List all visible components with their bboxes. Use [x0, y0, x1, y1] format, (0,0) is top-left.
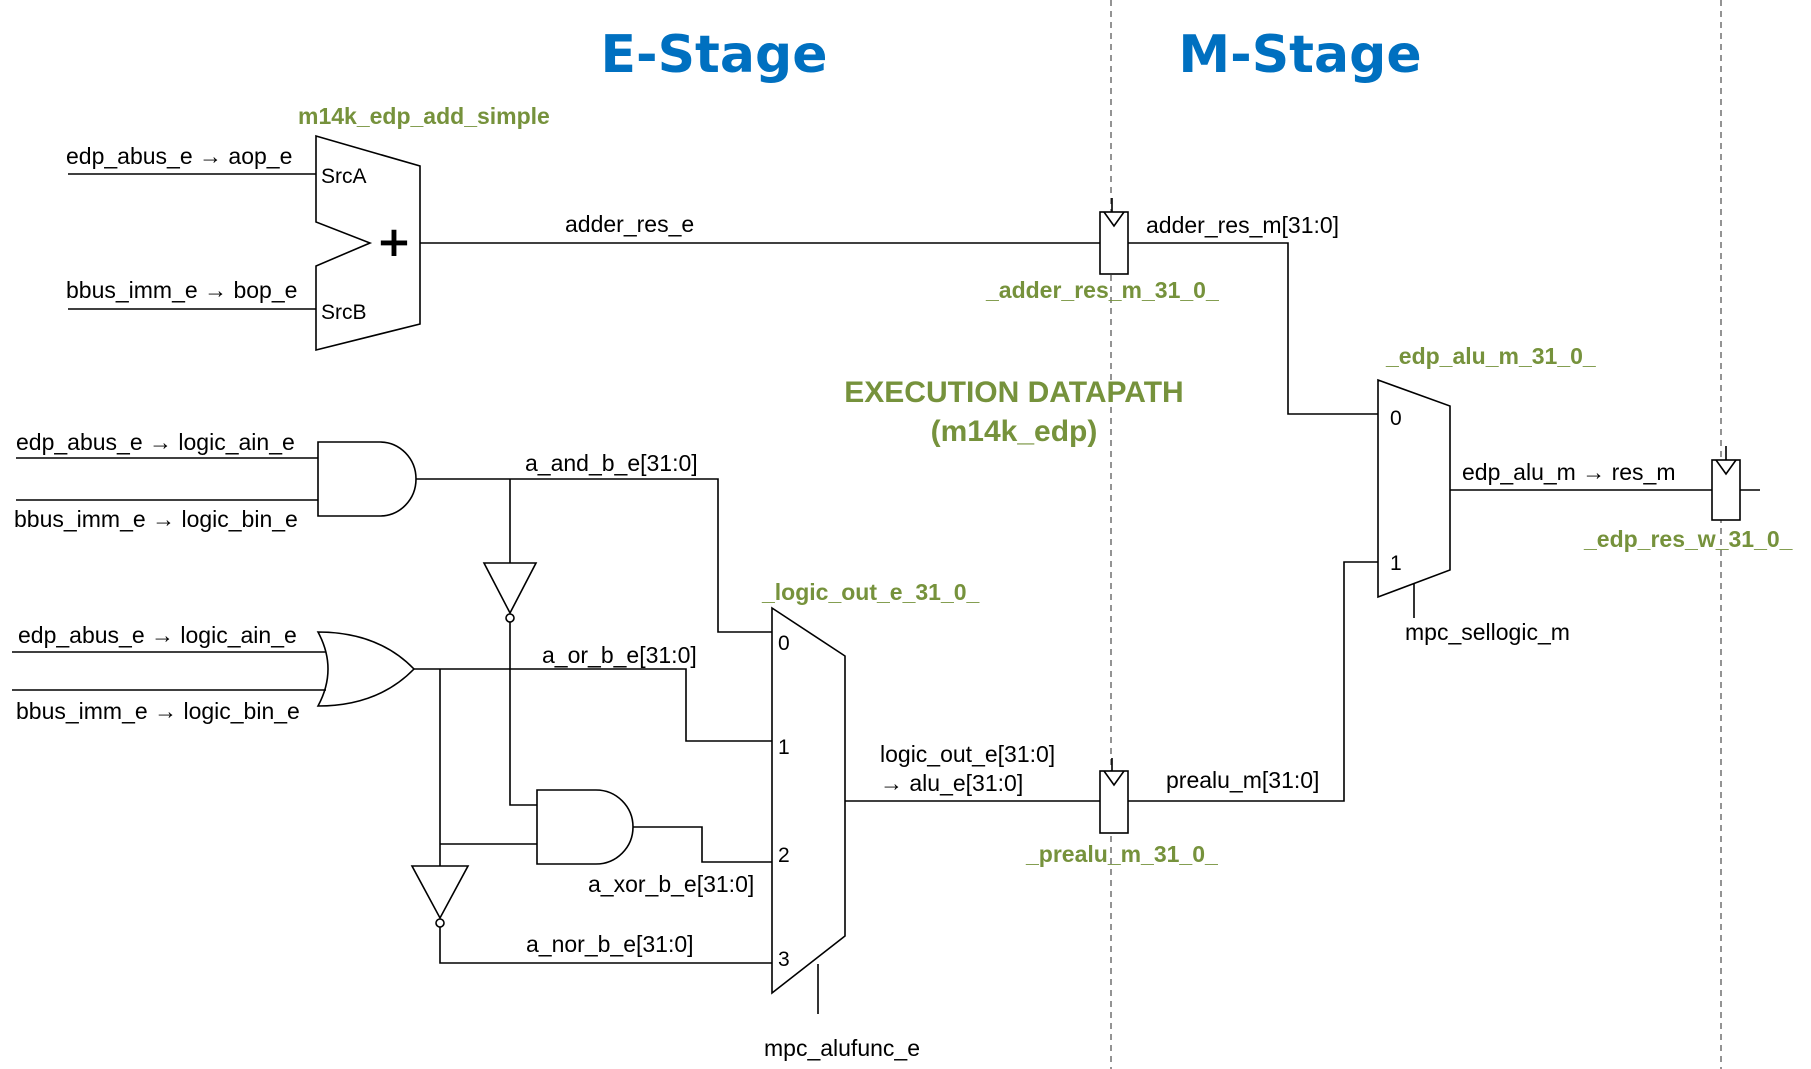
alu-mux-port-1: 1 [1390, 552, 1402, 575]
prealu-register [1099, 770, 1129, 834]
logic-out-label: logic_out_e[31:0] [880, 741, 1055, 767]
alu-mux-port-0: 0 [1390, 407, 1402, 430]
adder-reg-instance-label: _adder_res_m_31_0_ [985, 277, 1219, 303]
and-input-b-label: bbus_imm_e → logic_bin_e [14, 506, 298, 532]
sellogic-select-label: mpc_sellogic_m [1405, 619, 1570, 645]
logic-mux-instance-label: _logic_out_e_31_0_ [761, 579, 980, 605]
e-stage-title: E-Stage [601, 25, 828, 85]
or-input-a-label: edp_abus_e → logic_ain_e [18, 622, 297, 648]
prealu-m-label: prealu_m[31:0] [1166, 767, 1319, 793]
res-reg-clock-icon [1715, 459, 1737, 476]
a-nor-b-label: a_nor_b_e[31:0] [526, 931, 694, 957]
prealu-m-wire [1128, 561, 1378, 802]
or-gate [316, 631, 416, 707]
adder-res-m-label: adder_res_m[31:0] [1146, 212, 1339, 238]
adder-port-srcb: SrcB [321, 301, 367, 324]
adder-res-m-wire [1128, 242, 1378, 415]
adder-res-register [1099, 211, 1129, 275]
res-register [1711, 459, 1741, 521]
prealu-reg-instance-label: _prealu_m_31_0_ [1025, 841, 1218, 867]
inverter-2 [410, 865, 470, 920]
inverter-1 [482, 562, 538, 615]
adder-plus-symbol: + [376, 217, 411, 266]
a-or-b-label: a_or_b_e[31:0] [542, 642, 697, 668]
a-nor-b-wire [439, 927, 772, 964]
a-or-b-wire [414, 668, 772, 742]
logic-mux-port-0: 0 [778, 632, 790, 655]
and-gate [317, 441, 417, 517]
a-and-b-wire [416, 478, 772, 633]
datapath-title: EXECUTION DATAPATH [844, 376, 1183, 409]
alu-e-label: → alu_e[31:0] [880, 770, 1023, 796]
datapath-module-name: (m14k_edp) [931, 415, 1098, 448]
prealu-reg-clock-icon [1103, 770, 1125, 787]
and-input-a-label: edp_abus_e → logic_ain_e [16, 429, 295, 455]
alu-mux [1377, 378, 1451, 599]
res-reg-instance-label: _edp_res_w_31_0_ [1583, 526, 1793, 552]
logic-mux-port-2: 2 [778, 844, 790, 867]
logic-mux [771, 606, 846, 995]
adder-block [315, 134, 421, 352]
inverter-2-bubble [435, 918, 445, 928]
adder-input-a-label: edp_abus_e → aop_e [66, 143, 292, 169]
adder-instance-label: m14k_edp_add_simple [298, 103, 550, 129]
a-xor-b-label: a_xor_b_e[31:0] [588, 871, 754, 897]
alu-mux-instance-label: _edp_alu_m_31_0_ [1385, 343, 1596, 369]
adder-port-srca: SrcA [321, 165, 367, 188]
logic-mux-port-1: 1 [778, 736, 790, 759]
a-xor-b-wire [633, 826, 772, 863]
nand-to-xor-wire [509, 622, 537, 806]
adder-reg-clock-icon [1103, 211, 1125, 228]
xor-and-gate [536, 789, 634, 865]
inverter-1-bubble [505, 613, 515, 623]
a-and-b-label: a_and_b_e[31:0] [525, 450, 698, 476]
alufunc-select-label: mpc_alufunc_e [764, 1035, 920, 1061]
adder-res-e-label: adder_res_e [565, 211, 694, 237]
adder-input-b-label: bbus_imm_e → bop_e [66, 277, 297, 303]
logic-mux-port-3: 3 [778, 948, 790, 971]
alu-out-label: edp_alu_m → res_m [1462, 459, 1676, 485]
m-stage-title: M-Stage [1178, 25, 1421, 85]
or-input-b-label: bbus_imm_e → logic_bin_e [16, 698, 300, 724]
